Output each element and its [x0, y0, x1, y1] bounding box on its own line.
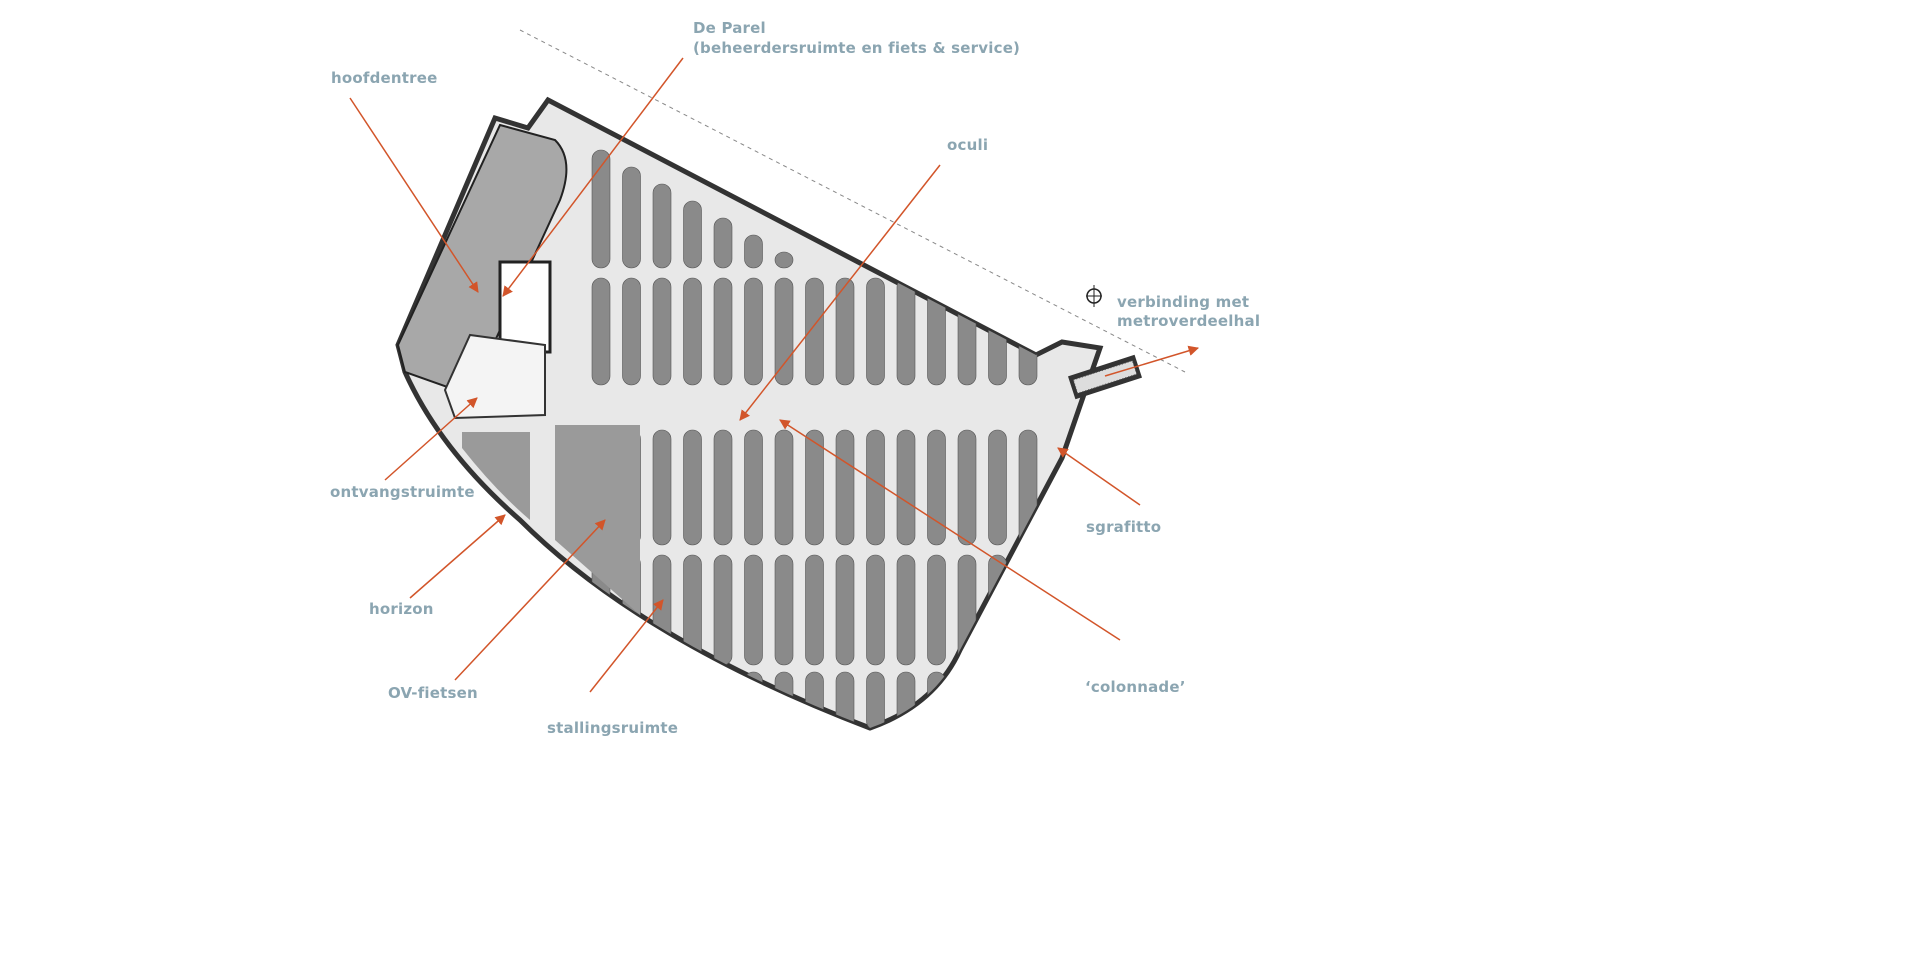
bike-rack [896, 277, 916, 386]
bike-rack [713, 429, 733, 546]
bike-rack [927, 554, 946, 666]
bike-rack [774, 554, 794, 666]
arrow-stallingsruimte [589, 599, 664, 693]
bike-rack [896, 671, 916, 728]
bike-rack [927, 277, 946, 386]
bike-rack [835, 554, 855, 666]
bike-rack [805, 429, 824, 546]
label-ontvangstruimte: ontvangstruimte [330, 483, 475, 501]
label-hoofdentree: hoofdentree [331, 69, 438, 87]
bike-rack [835, 277, 855, 386]
arrow-ov-fietsen [454, 519, 606, 681]
bike-rack [652, 183, 672, 269]
bike-rack [866, 554, 885, 666]
bike-rack [774, 429, 794, 546]
bike-rack [591, 149, 611, 269]
label-oculi: oculi [947, 136, 989, 154]
label-sgrafitto: sgrafitto [1086, 518, 1162, 536]
bike-rack [774, 671, 794, 728]
arrow-ontvangstruimte [384, 397, 478, 481]
bike-rack [1018, 671, 1038, 728]
label-metroverdeelhal: metroverdeelhal [1117, 312, 1261, 330]
label-ov-fietsen: OV-fietsen [388, 684, 478, 702]
bike-rack [988, 671, 1007, 728]
bike-rack [835, 429, 855, 546]
bike-rack [866, 671, 885, 728]
bike-rack [713, 217, 733, 269]
bike-rack [866, 277, 885, 386]
bicycle-racks [591, 149, 1038, 728]
bike-rack [683, 200, 702, 269]
bike-rack [652, 277, 672, 386]
reception-area [443, 333, 546, 420]
arrow-sgrafitto [1057, 447, 1141, 506]
label-stallingsruimte: stallingsruimte [547, 719, 679, 737]
bike-rack [805, 671, 824, 728]
arrow-hoofdentree [349, 97, 479, 293]
arrow-horizon [409, 514, 506, 599]
bike-rack [957, 671, 977, 728]
arrow-colonnade [779, 419, 1121, 641]
bike-rack [774, 251, 794, 269]
bike-rack [866, 429, 885, 546]
bike-rack [805, 277, 824, 386]
bike-rack [683, 429, 702, 546]
bike-rack [744, 234, 763, 269]
bike-rack [713, 671, 733, 728]
bike-rack [683, 277, 702, 386]
bike-rack [622, 166, 641, 269]
label-colonnade: ‘colonnade’ [1085, 678, 1186, 696]
bike-rack [957, 554, 977, 666]
label-horizon: horizon [369, 600, 434, 618]
bike-rack [896, 429, 916, 546]
bike-rack [744, 277, 763, 386]
bike-rack [713, 277, 733, 386]
bike-rack [683, 671, 702, 728]
bike-rack [927, 429, 946, 546]
de-parel-room [498, 260, 552, 354]
arrow-oculi [739, 164, 941, 421]
bike-rack [774, 277, 794, 386]
label-de-parel-sub: (beheerdersruimte en fiets & service) [693, 39, 1021, 57]
bike-rack [591, 277, 611, 386]
bike-rack [957, 277, 977, 386]
ov-fietsen-area [462, 432, 530, 520]
label-verbinding: verbinding met [1117, 293, 1250, 311]
label-de-parel: De Parel [693, 19, 766, 37]
bike-rack [652, 429, 672, 546]
bike-rack [744, 429, 763, 546]
bike-rack [896, 554, 916, 666]
north-arrow-icon [1086, 285, 1102, 307]
bike-rack [988, 429, 1007, 546]
bike-rack [622, 277, 641, 386]
bike-rack [713, 554, 733, 666]
bike-rack [1018, 554, 1038, 666]
leader-arrows [349, 57, 1200, 693]
arrow-metro [1104, 345, 1200, 377]
bike-rack [744, 554, 763, 666]
bike-rack [957, 429, 977, 546]
bike-rack [1018, 429, 1038, 546]
bike-rack [805, 554, 824, 666]
bike-rack [835, 671, 855, 728]
arrow-de-parel [502, 57, 684, 297]
